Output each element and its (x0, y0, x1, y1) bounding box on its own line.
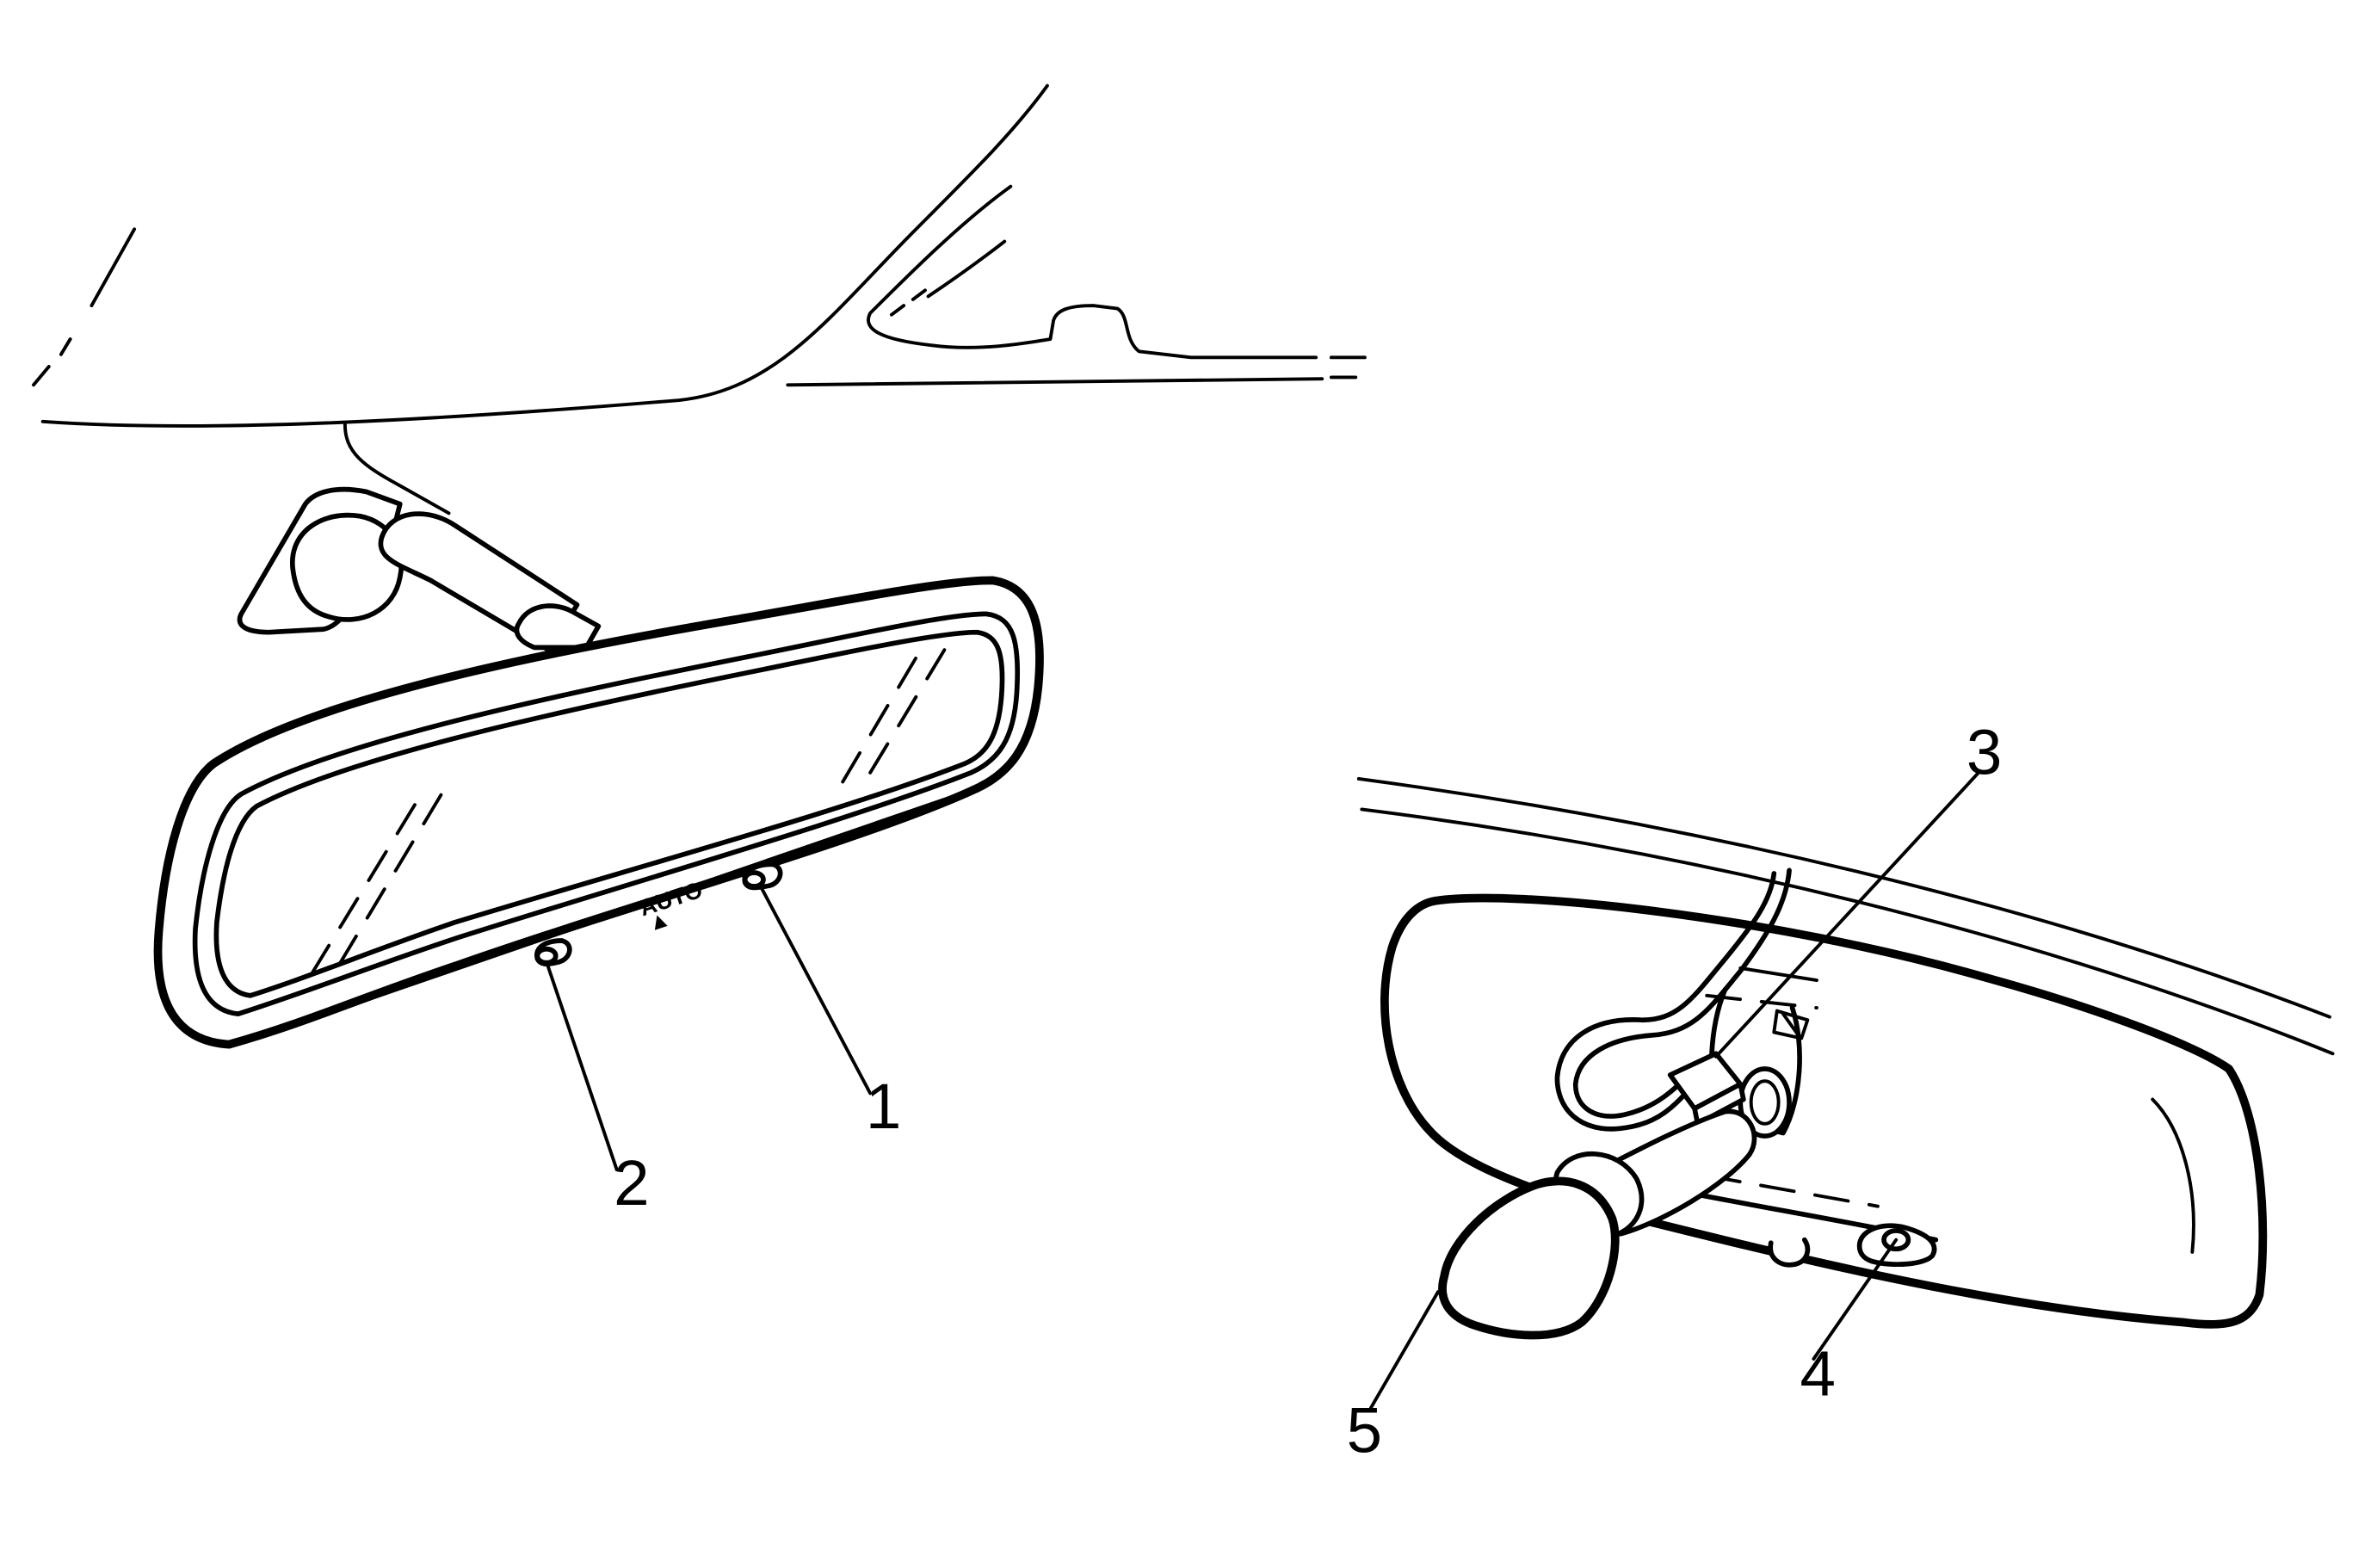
mirror-button-2 (534, 938, 572, 966)
auto-dimming-mirror-front (153, 576, 1044, 1049)
mirror-button-1 (742, 861, 783, 891)
leader-line-3 (1713, 770, 1980, 1059)
leader-line-4 (1812, 1238, 1899, 1361)
callout-1: 1 (866, 1071, 901, 1142)
mirror-support-arm (1438, 1108, 1757, 1340)
leader-line-1 (758, 884, 873, 1096)
mirror-mount-arm (237, 423, 602, 653)
callout-2: 2 (614, 1147, 649, 1219)
wiring-harness (1554, 867, 1792, 1132)
windshield-edge-rear-view (1356, 777, 2335, 1056)
windshield-outline (32, 83, 1367, 428)
callout-4: 4 (1800, 1338, 1835, 1410)
auto-dimming-mirror-rear (1380, 893, 2268, 1329)
leader-line-5 (1369, 1290, 1440, 1410)
leader-line-2 (545, 960, 619, 1172)
callout-5: 5 (1347, 1394, 1382, 1466)
callout-3: 3 (1966, 717, 2002, 788)
